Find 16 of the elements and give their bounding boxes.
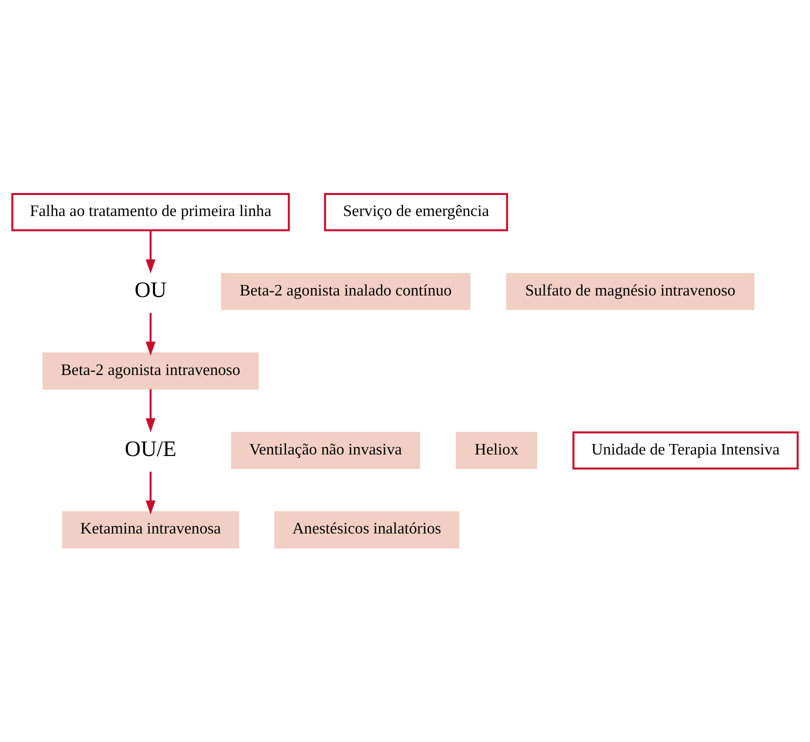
arrow [146,312,156,356]
node-box: Ventilação não invasiva [231,432,420,470]
node-box: Falha ao tratamento de primeira linha [11,193,290,232]
arrow [146,472,156,515]
node-text: OU [134,277,167,302]
node-text: OU/E [124,436,176,462]
node-box: Anestésicos inalatórios [274,511,460,548]
node-box: Beta-2 agonista intravenoso [42,352,259,390]
node-box: Beta-2 agonista inalado contínuo [220,272,470,310]
node-box: Unidade de Terapia Intensiva [572,431,799,470]
arrow [146,389,156,432]
node-box: Sulfato de magnésio intravenoso [506,272,754,310]
node-box: Heliox [456,432,538,470]
node-box: Serviço de emergência [324,193,508,232]
node-box: Ketamina intravenosa [62,511,240,548]
arrow [146,230,156,274]
